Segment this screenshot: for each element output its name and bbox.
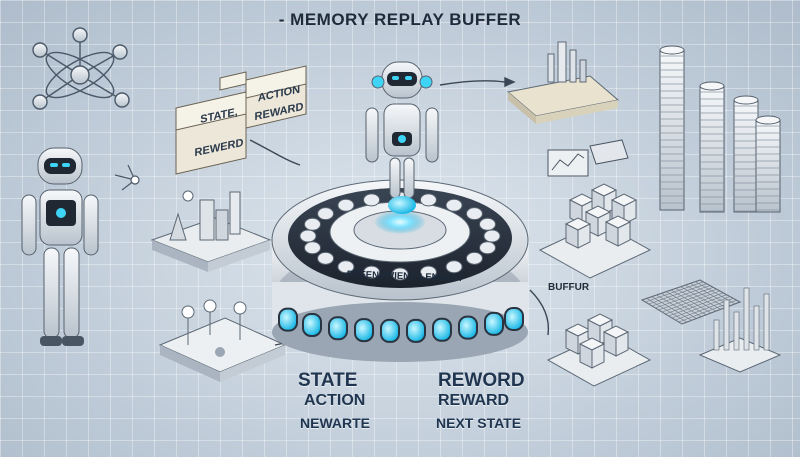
bar-chart-icon bbox=[698, 287, 782, 373]
node-icon bbox=[114, 164, 140, 191]
ring-slot bbox=[304, 241, 322, 255]
ring-slot bbox=[363, 265, 381, 279]
side-pod bbox=[432, 317, 452, 342]
side-pod bbox=[504, 307, 524, 332]
chart-bar bbox=[763, 293, 770, 351]
ring-slot bbox=[419, 193, 437, 207]
ring-slot bbox=[337, 260, 355, 274]
side-pod bbox=[406, 318, 426, 343]
experience-cards-icon bbox=[175, 65, 307, 175]
bulb-plot-tile-icon bbox=[158, 299, 287, 382]
ring-slot bbox=[299, 229, 317, 243]
city-tile-icon bbox=[150, 190, 272, 272]
robot-left-icon bbox=[21, 147, 99, 346]
ring-slot bbox=[445, 198, 463, 212]
bottom-left-line-1: STATE bbox=[298, 370, 358, 391]
bottom-left-line-3: NEWARTE bbox=[300, 415, 370, 431]
coin-stack bbox=[699, 85, 725, 213]
ring-slot bbox=[478, 241, 496, 255]
ring-slot bbox=[445, 260, 463, 274]
side-pod bbox=[302, 312, 322, 337]
money-stack-icon bbox=[506, 41, 620, 124]
chart-bar bbox=[743, 287, 750, 351]
coin-stack bbox=[733, 99, 759, 213]
ring-slot bbox=[317, 207, 335, 221]
cube-stack-icon bbox=[546, 313, 652, 387]
coin-stacks-icon bbox=[659, 45, 781, 213]
diagram-title: - MEMORY REPLAY BUFFER bbox=[278, 10, 522, 29]
ring-slot bbox=[337, 198, 355, 212]
ring-slot bbox=[483, 229, 501, 243]
bottom-left-line-2: ACTION bbox=[304, 392, 366, 409]
bottom-right-line-1: REWORD bbox=[438, 370, 525, 391]
buffer-label: BUFFUR bbox=[548, 282, 590, 293]
side-pod bbox=[484, 311, 504, 336]
ring-slot bbox=[465, 251, 483, 265]
ring-slot bbox=[363, 193, 381, 207]
ring-slot bbox=[465, 207, 483, 221]
ring-slot bbox=[419, 265, 437, 279]
atom-network-icon bbox=[32, 27, 130, 110]
side-pod bbox=[354, 318, 374, 343]
chart-bar bbox=[723, 299, 730, 351]
side-pods bbox=[278, 307, 524, 343]
side-pod bbox=[458, 315, 478, 340]
side-pod bbox=[278, 307, 298, 332]
coin-stack bbox=[755, 119, 781, 213]
chart-bar bbox=[753, 305, 760, 351]
bottom-right-line-2: REWARD bbox=[438, 392, 510, 409]
ring-slot bbox=[304, 217, 322, 231]
robot-center-icon bbox=[365, 61, 439, 214]
bottom-right-line-3: NEXT STATE bbox=[436, 415, 522, 431]
coin-stack bbox=[659, 49, 685, 211]
side-pod bbox=[328, 316, 348, 341]
ring-slot bbox=[478, 217, 496, 231]
mesh-surface-icon bbox=[640, 279, 742, 325]
cube-stack-icon bbox=[538, 183, 652, 279]
chart-bar bbox=[733, 311, 740, 351]
chart-bar bbox=[713, 319, 720, 351]
ring-slot bbox=[317, 251, 335, 265]
mini-charts-icon bbox=[547, 139, 629, 177]
ring-slot bbox=[391, 267, 409, 281]
side-pod bbox=[380, 318, 400, 343]
